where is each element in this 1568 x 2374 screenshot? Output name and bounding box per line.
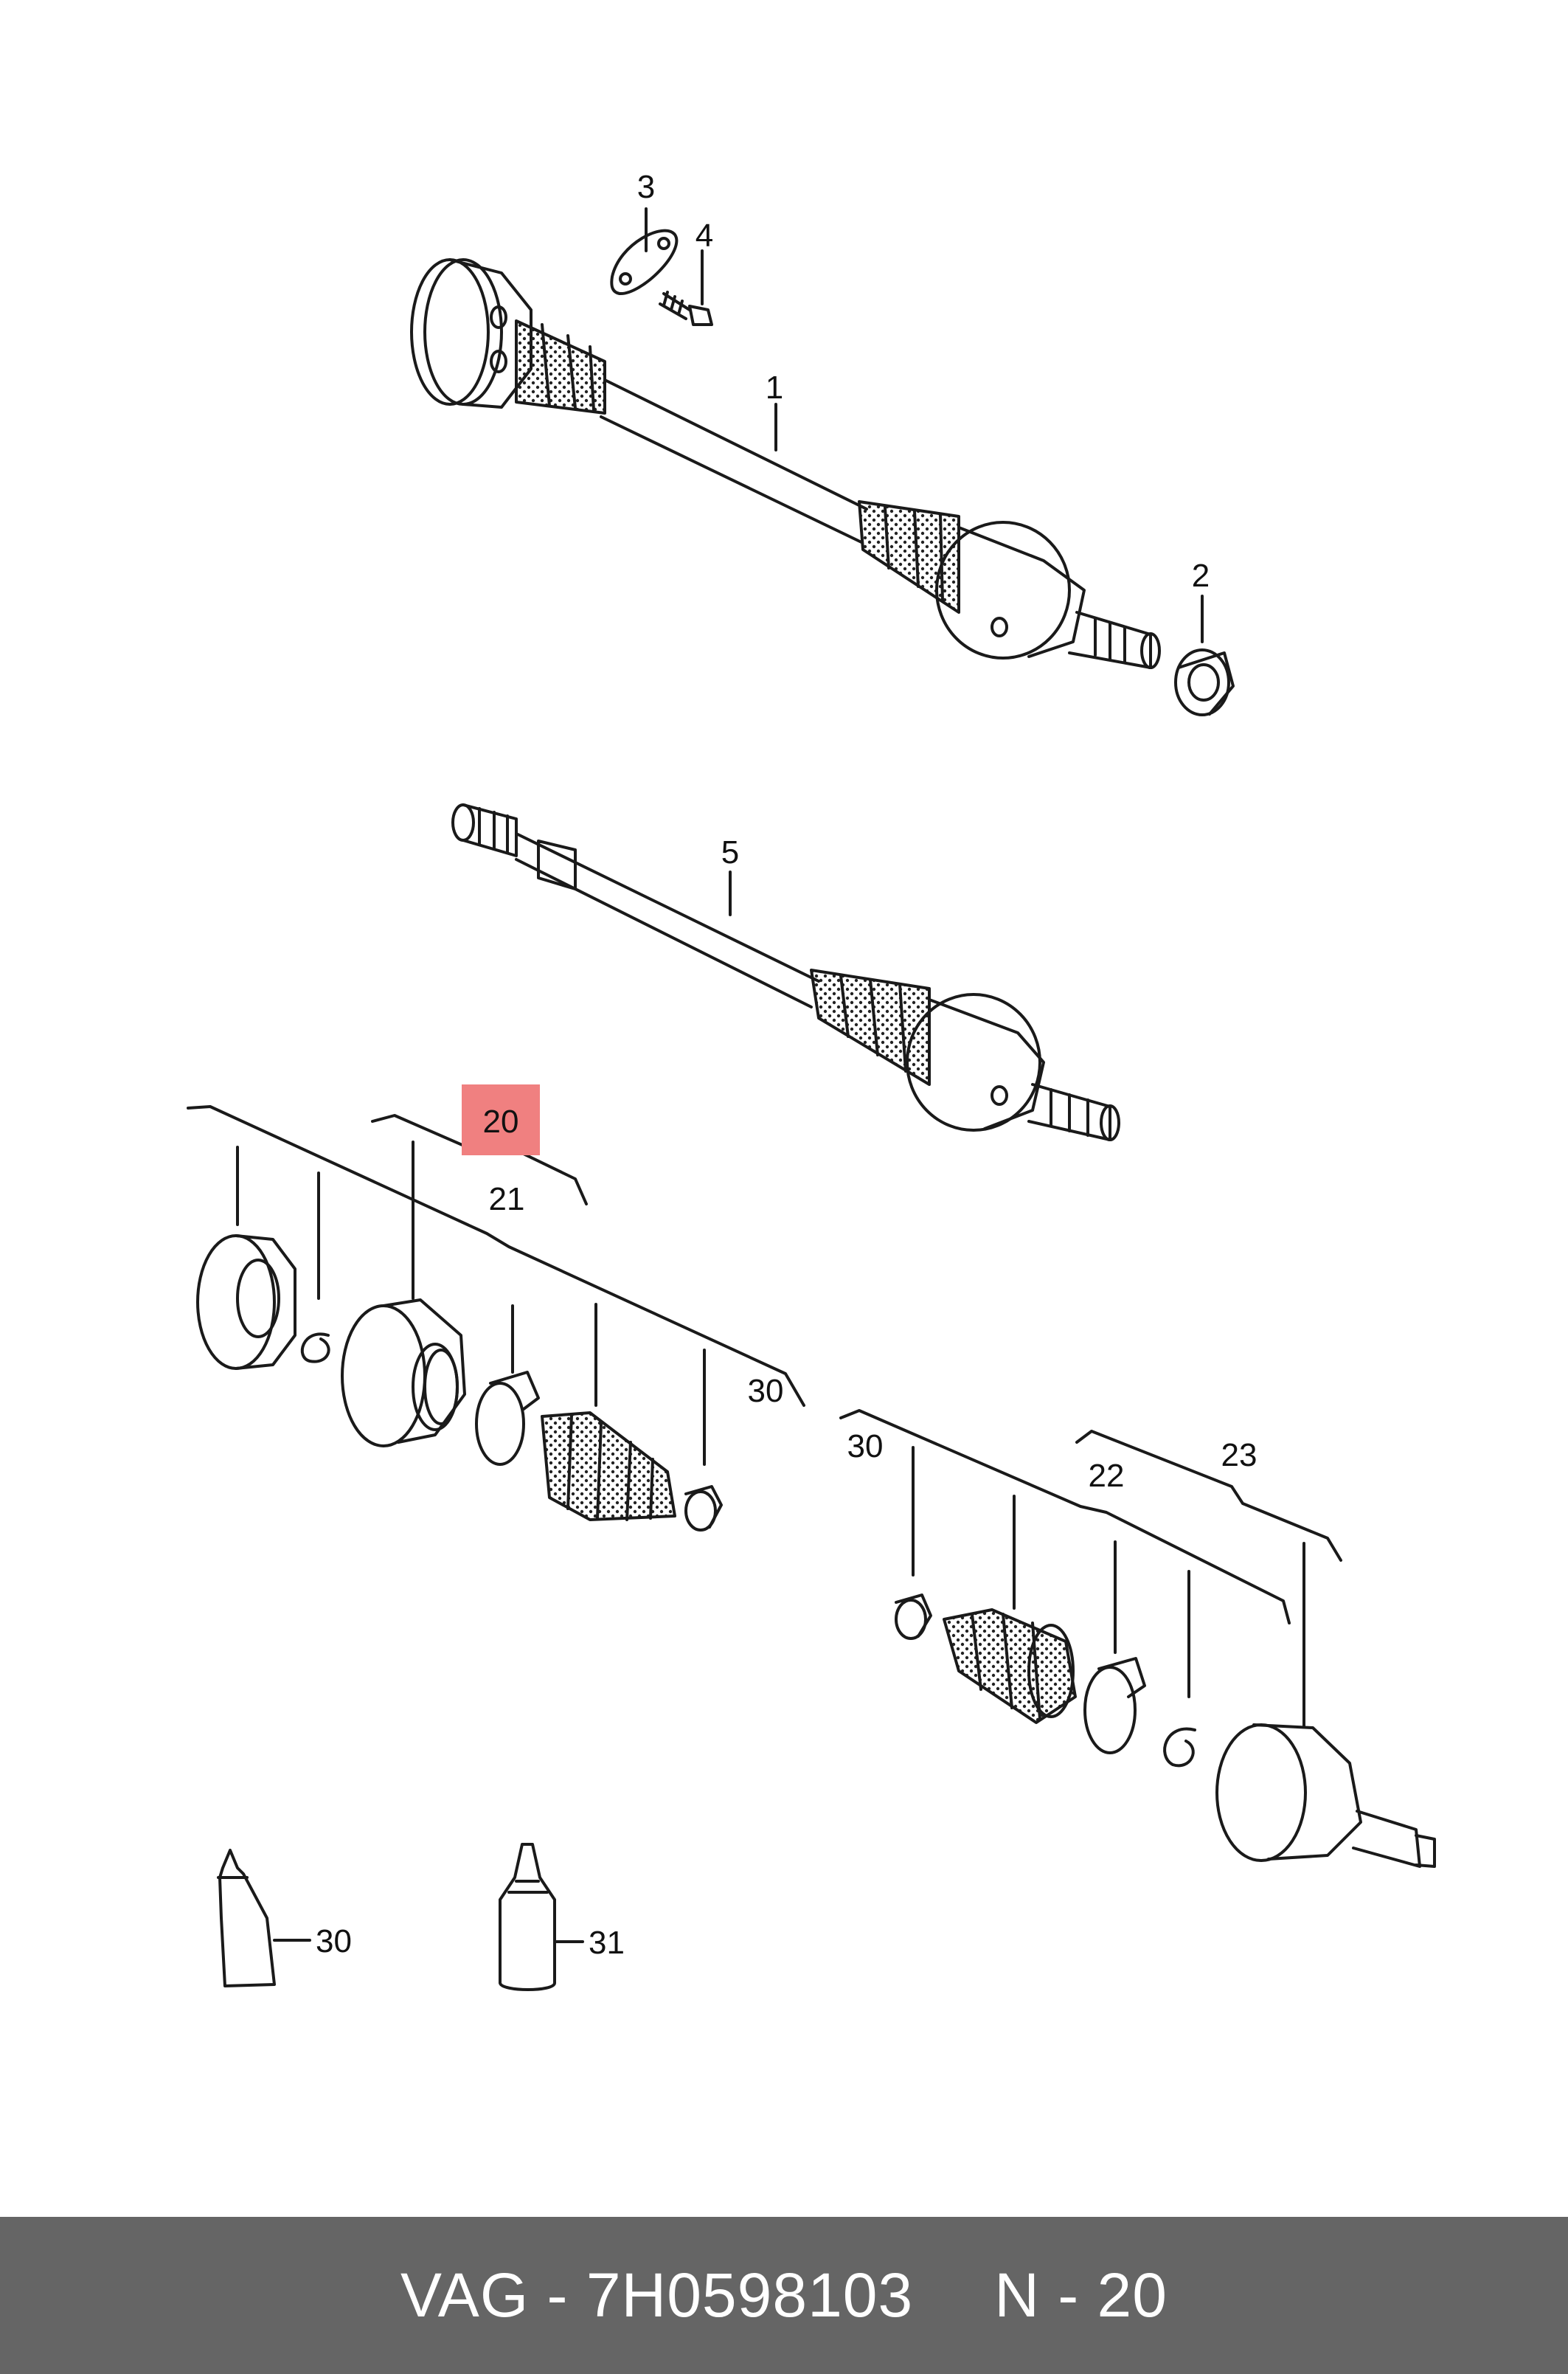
callout-30-right: 30 — [847, 1428, 884, 1464]
callout-2: 2 — [1192, 558, 1210, 594]
part-number: VAG - 7H0598103 — [400, 2260, 914, 2330]
callout-30-tube: 30 — [316, 1923, 352, 1959]
drive-shaft — [451, 803, 1120, 1141]
callout-23: 23 — [1221, 1437, 1257, 1473]
callout-5: 5 — [721, 834, 739, 871]
callout-1: 1 — [766, 370, 783, 406]
position-number: N - 20 — [994, 2260, 1168, 2330]
boot-kit-right — [839, 1409, 1436, 1868]
exploded-parts-diagram: 3 4 1 2 5 20 21 30 30 22 23 30 31 — [187, 169, 1436, 1991]
part-reference-footer: VAG - 7H0598103 N - 20 — [0, 2217, 1568, 2374]
callout-22: 22 — [1089, 1458, 1125, 1494]
lock-plate — [610, 229, 679, 296]
callout-31: 31 — [589, 1925, 625, 1961]
callout-3: 3 — [637, 169, 655, 205]
boot-kit-left — [187, 1105, 805, 1532]
callout-30-left: 30 — [748, 1373, 784, 1409]
drive-shaft-assembly — [410, 258, 1161, 669]
callout-21: 21 — [489, 1181, 525, 1217]
highlight-box — [462, 1084, 540, 1155]
callout-4: 4 — [695, 218, 713, 254]
callout-20: 20 — [483, 1104, 519, 1140]
sealant-bottle — [499, 1843, 584, 1991]
grease-tube — [217, 1849, 311, 1987]
socket-bolt — [659, 291, 713, 326]
collar-nut — [1174, 648, 1235, 716]
